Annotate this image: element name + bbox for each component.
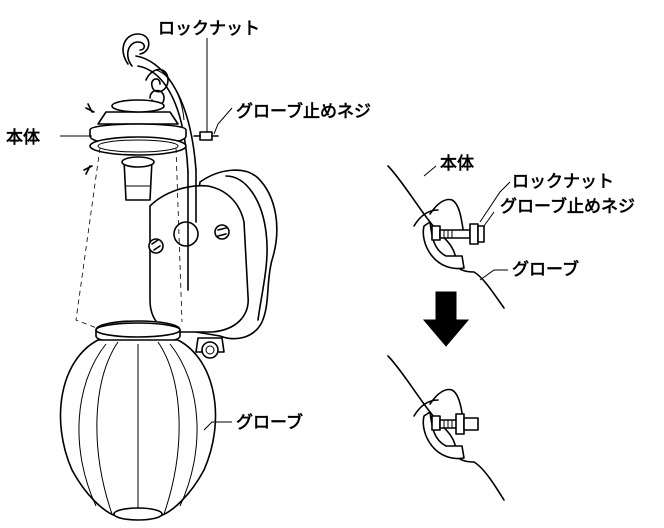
lamp-socket (121, 156, 155, 201)
detail-before (387, 165, 511, 309)
leader-detail-body (423, 165, 437, 177)
label-detail-globe: グローブ (512, 259, 579, 280)
wall-lamp-illustration (59, 33, 278, 521)
label-detail-lock-nut: ロックナット (512, 172, 614, 192)
leader-main-screw (213, 107, 233, 135)
glass-globe (59, 320, 217, 521)
label-main-screw: グローブ止めネジ (236, 101, 371, 122)
scroll-arm (122, 33, 197, 173)
label-detail-body: 本体 (440, 153, 475, 174)
lamp-body-cap (83, 99, 187, 175)
detail-after (387, 355, 505, 501)
leader-detail-globe (479, 269, 508, 281)
label-main-lock-nut: ロックナット (158, 19, 260, 39)
leader-detail-lock-nut (479, 181, 511, 223)
wall-backplate (148, 169, 278, 359)
lock-nut-screw (193, 131, 219, 141)
label-main-globe: グローブ (236, 412, 303, 433)
leader-main-globe (203, 421, 232, 431)
label-main-body: 本体 (6, 127, 41, 148)
leader-detail-screw (483, 211, 495, 227)
arrow-down-icon (422, 291, 470, 347)
label-detail-screw: グローブ止めネジ (500, 196, 635, 217)
